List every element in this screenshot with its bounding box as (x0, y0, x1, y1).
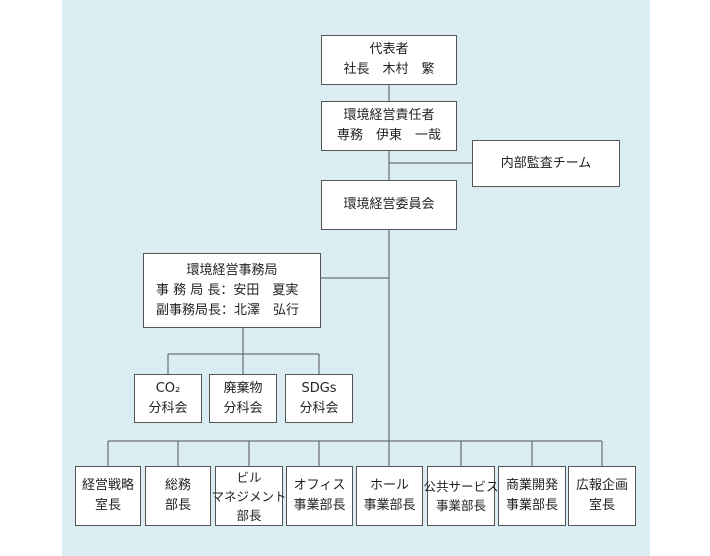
secretariat-box: 環境経営事務局 事 務 局 長：安田 夏実 副事務局長：北澤 弘行 (143, 253, 321, 328)
ceo-box: 代表者 社長 木村 繁 (321, 35, 457, 85)
department-line: 経営戦略 (81, 478, 134, 493)
department-line: ホール (369, 478, 409, 493)
subcommittee-box: 廃棄物 分科会 (209, 374, 277, 423)
department-line: 部長 (164, 498, 191, 513)
ceo-name: 社長 木村 繁 (343, 62, 435, 77)
department-line: 商業開発 (505, 478, 558, 493)
subcommittee-box: SDGs 分科会 (285, 374, 353, 423)
secretariat-title: 環境経営事務局 (186, 262, 278, 278)
audit-team-label: 内部監査チーム (500, 155, 592, 171)
department-line: 室長 (94, 498, 121, 513)
department-box: 公共サービス 事業部長 (424, 466, 499, 526)
department-line: 公共サービス (423, 479, 499, 494)
department-line: 部長 (236, 507, 262, 523)
department-box: オフィス 事業部長 (286, 466, 353, 526)
department-line: 事業部長 (363, 498, 416, 513)
audit-team-box: 内部監査チーム (472, 140, 620, 187)
subcommittee-line1: 廃棄物 (223, 380, 263, 396)
department-line: 広報企画 (575, 478, 628, 493)
env-manager-box: 環境経営責任者 専務 伊東 一哉 (321, 101, 457, 151)
secretariat-head: 事 務 局 長：安田 夏実 (156, 282, 299, 298)
department-line: マネジメント (211, 488, 287, 504)
committee-box: 環境経営委員会 (321, 180, 457, 230)
subcommittee-line1: SDGs (301, 380, 337, 396)
department-line: 総務 (164, 478, 191, 493)
subcommittee-line2: 分科会 (223, 400, 263, 416)
department-box: 広報企画 室長 (568, 466, 636, 526)
department-line: ビル (236, 469, 262, 485)
subcommittee-line2: 分科会 (299, 400, 339, 416)
env-manager-name: 専務 伊東 一哉 (336, 128, 441, 143)
committee-label: 環境経営委員会 (343, 197, 435, 212)
secretariat-deputy: 副事務局長：北澤 弘行 (156, 302, 300, 318)
department-line: オフィス (293, 478, 346, 493)
subcommittee-line2: 分科会 (148, 400, 188, 416)
department-box: 経営戦略 室長 (75, 466, 141, 526)
department-line: 事業部長 (435, 498, 486, 513)
department-line: 事業部長 (505, 498, 558, 513)
subcommittee-box: CO₂ 分科会 (134, 374, 202, 423)
subcommittee-line1: CO₂ (155, 380, 181, 396)
department-line: 室長 (588, 498, 615, 513)
department-box: ホール 事業部長 (356, 466, 423, 526)
env-manager-title: 環境経営責任者 (343, 108, 435, 123)
department-box: 商業開発 事業部長 (498, 466, 566, 526)
ceo-title: 代表者 (369, 42, 409, 57)
department-box: ビル マネジメント 部長 (212, 466, 287, 526)
department-line: 事業部長 (293, 498, 346, 513)
department-box: 総務 部長 (145, 466, 211, 526)
